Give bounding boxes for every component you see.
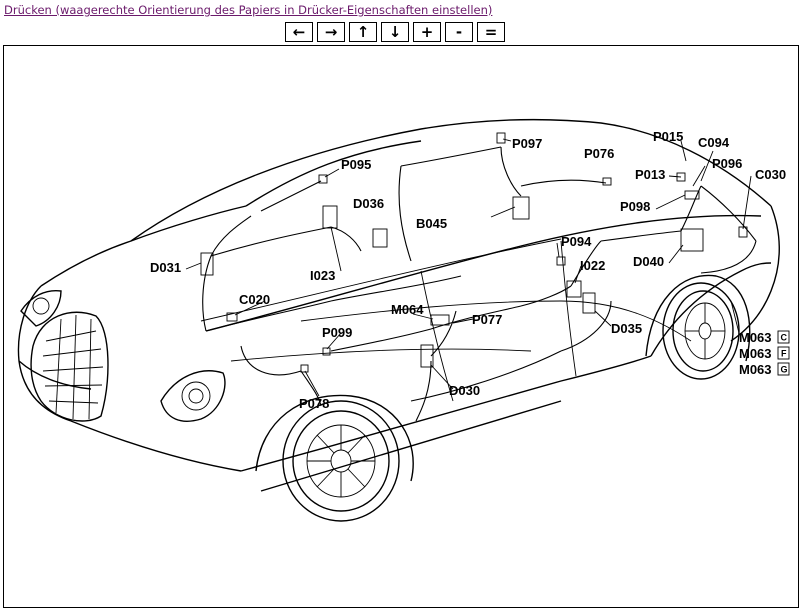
label-c094[interactable]: C094 xyxy=(698,135,730,150)
headlights xyxy=(20,289,226,422)
label-p095[interactable]: P095 xyxy=(341,157,371,172)
label-p077[interactable]: P077 xyxy=(472,312,502,327)
label-p015[interactable]: P015 xyxy=(653,129,683,144)
connector-p078-icon xyxy=(300,364,309,373)
rear-wheel xyxy=(645,274,751,380)
connector-i023-icon xyxy=(322,205,338,229)
connector-d036-icon xyxy=(372,228,388,248)
label-p078[interactable]: P078 xyxy=(299,396,329,411)
label-i022[interactable]: I022 xyxy=(580,258,605,273)
connector-p095-icon xyxy=(318,174,328,184)
connector-p076-icon xyxy=(602,177,612,186)
label-p013[interactable]: P013 xyxy=(635,167,665,182)
label-p076[interactable]: P076 xyxy=(584,146,614,161)
pan-right-button[interactable]: → xyxy=(317,22,345,42)
front-wheel xyxy=(255,394,414,522)
label-m063-g[interactable]: M063 xyxy=(739,362,772,377)
wiring-diagram: P097 P095 P076 P015 C094 P013 P096 C030 … xyxy=(17,118,790,522)
zoom-out-button[interactable]: - xyxy=(445,22,473,42)
variant-g: G xyxy=(781,365,788,375)
label-p097[interactable]: P097 xyxy=(512,136,542,151)
connector-p099-icon xyxy=(322,347,331,356)
variant-f: F xyxy=(781,349,787,359)
connector-m064-icon xyxy=(430,314,450,326)
navigation-toolbar: ← → ↑ ↓ + - = xyxy=(285,22,505,42)
connector-p097-icon xyxy=(496,132,506,144)
label-d031[interactable]: D031 xyxy=(150,260,181,275)
connector-i022-icon xyxy=(566,280,582,298)
pan-down-button[interactable]: ↓ xyxy=(381,22,409,42)
connector-p094-icon xyxy=(556,256,566,266)
zoom-reset-button[interactable]: = xyxy=(477,22,505,42)
connector-c020-icon xyxy=(226,312,238,322)
label-m063-f[interactable]: M063 xyxy=(739,346,772,361)
leader-lines xyxy=(185,138,752,397)
connector-d030-icon xyxy=(420,344,434,368)
component-labels: P097 P095 P076 P015 C094 P013 P096 C030 … xyxy=(150,129,786,411)
label-m064[interactable]: M064 xyxy=(391,302,424,317)
label-p096[interactable]: P096 xyxy=(712,156,742,171)
print-link[interactable]: Drücken (waagerechte Orientierung des Pa… xyxy=(4,3,493,17)
connector-d035-icon xyxy=(582,292,596,314)
label-d035[interactable]: D035 xyxy=(611,321,642,336)
label-p098[interactable]: P098 xyxy=(620,199,650,214)
pan-up-button[interactable]: ↑ xyxy=(349,22,377,42)
connector-d040-icon xyxy=(680,228,704,252)
pan-left-button[interactable]: ← xyxy=(285,22,313,42)
connector-d031-icon xyxy=(200,252,214,276)
diagram-frame: P097 P095 P076 P015 C094 P013 P096 C030 … xyxy=(3,45,799,608)
label-m063-c[interactable]: M063 xyxy=(739,330,772,345)
m063-variant-boxes: C F G xyxy=(777,330,790,376)
label-b045[interactable]: B045 xyxy=(416,216,447,231)
front-grille xyxy=(30,311,109,422)
zoom-in-button[interactable]: + xyxy=(413,22,441,42)
label-d040[interactable]: D040 xyxy=(633,254,664,269)
wiring-harness xyxy=(202,146,757,422)
label-d030[interactable]: D030 xyxy=(449,383,480,398)
variant-c: C xyxy=(781,333,788,343)
variant-box-f xyxy=(777,346,790,360)
label-c030[interactable]: C030 xyxy=(755,167,786,182)
variant-box-g xyxy=(777,362,790,376)
label-c020[interactable]: C020 xyxy=(239,292,270,307)
label-d036[interactable]: D036 xyxy=(353,196,384,211)
variant-box-c xyxy=(777,330,790,344)
label-p099[interactable]: P099 xyxy=(322,325,352,340)
connector-b045-icon xyxy=(512,196,530,220)
label-p094[interactable]: P094 xyxy=(561,234,592,249)
label-i023[interactable]: I023 xyxy=(310,268,335,283)
